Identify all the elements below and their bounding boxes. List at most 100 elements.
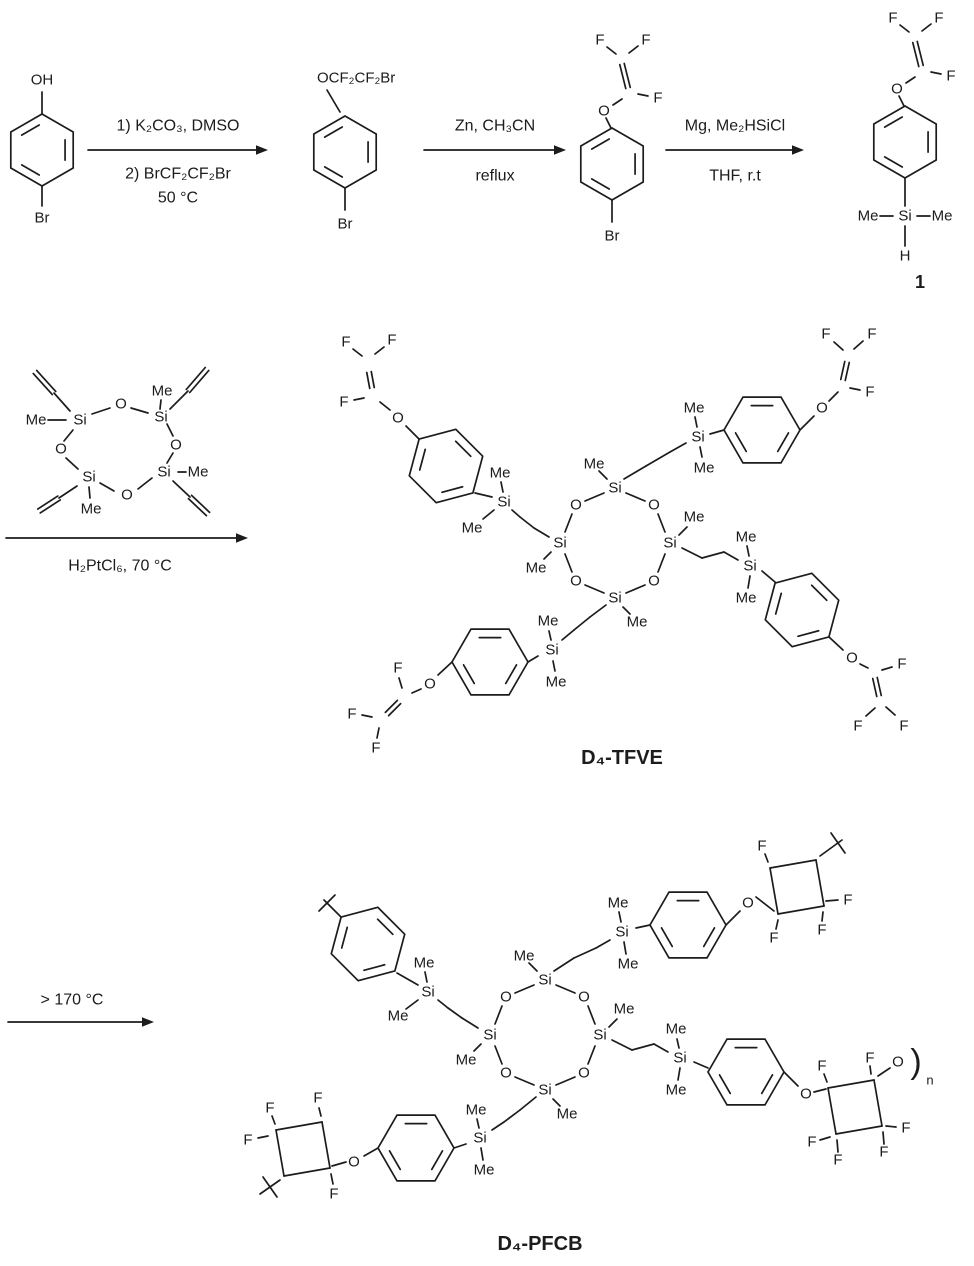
bond [681, 547, 703, 559]
atom-label: O [115, 396, 127, 413]
bond [363, 963, 386, 972]
bond [828, 391, 839, 402]
bond [623, 62, 632, 89]
condition-label: reflux [475, 168, 514, 185]
atom-label: Si [473, 1130, 486, 1147]
bond [474, 492, 493, 498]
atom-label: Si [154, 409, 167, 426]
atom-label: O [816, 400, 828, 417]
bond [598, 470, 608, 480]
bond [618, 911, 622, 923]
bond [548, 630, 552, 641]
compound-label: D₄-TFVE [581, 747, 663, 769]
atom-label: O [648, 573, 660, 590]
atom-label: F [946, 68, 955, 85]
bond [476, 1118, 480, 1129]
benzene-ring [872, 105, 938, 179]
benzene-ring [451, 628, 529, 696]
atom-label: Me [81, 501, 102, 518]
atom-label: O [121, 487, 133, 504]
atom-label: F [843, 892, 852, 909]
bond [830, 832, 846, 854]
bond [418, 448, 427, 471]
atom-label: F [329, 1186, 338, 1203]
atom-label: F [243, 1132, 252, 1149]
bond [323, 126, 344, 138]
bond [835, 1125, 883, 1135]
atom-label: O [170, 437, 182, 454]
bond [405, 425, 420, 440]
bond [606, 46, 617, 55]
atom-label: O [578, 989, 590, 1006]
condition-label: > 170 °C [41, 992, 104, 1009]
atom-label: Me [858, 208, 879, 225]
benzene-ring [723, 396, 801, 464]
atom-label: Si [483, 1027, 496, 1044]
atom-label: F [393, 660, 402, 677]
atom-label: Me [736, 529, 757, 546]
bond [590, 138, 611, 150]
bond [533, 527, 550, 538]
bond [387, 702, 402, 717]
bond [625, 584, 646, 594]
bond [873, 1079, 883, 1127]
bond [430, 1150, 444, 1171]
atom-label: Me [614, 1001, 635, 1018]
bond [318, 894, 336, 912]
bond [899, 24, 910, 33]
bond [528, 962, 538, 972]
atom-label: Si [673, 1050, 686, 1067]
atom-label: Me [666, 1082, 687, 1099]
bond [853, 340, 864, 350]
atom-label: Me [584, 456, 605, 473]
bond [187, 497, 208, 517]
atom-label: Me [538, 613, 559, 630]
atom-label: Me [736, 590, 757, 607]
bond [876, 676, 883, 697]
bond [519, 516, 535, 529]
benzene-ring [312, 115, 378, 189]
bond [552, 660, 556, 672]
bond [694, 416, 698, 428]
bond [810, 584, 828, 602]
bond [185, 366, 207, 391]
bond [871, 677, 878, 698]
atom-label: O [891, 81, 903, 98]
bond [769, 859, 817, 869]
bond [883, 156, 904, 168]
bond [723, 551, 739, 561]
atom-label: O [800, 1086, 812, 1103]
bond [702, 927, 716, 948]
atom-label: Me [490, 465, 511, 482]
bond [166, 423, 174, 437]
bond [905, 76, 916, 84]
bond [437, 999, 449, 1009]
atom-label: F [897, 656, 906, 673]
bond [352, 348, 363, 357]
bond [519, 1096, 537, 1111]
bond [584, 492, 605, 502]
bond [388, 1150, 402, 1171]
bond [330, 1173, 334, 1185]
bond [552, 1098, 561, 1107]
atom-label: H [900, 248, 911, 265]
bond [374, 346, 385, 355]
bond [825, 899, 839, 902]
atom-label: Me [26, 412, 47, 429]
atom-label: O [570, 497, 582, 514]
arrow-step-5: > 170 °C [7, 992, 154, 1027]
bond [503, 1109, 521, 1123]
bond [885, 1125, 897, 1128]
bond [623, 941, 627, 955]
atom-label: Me [546, 674, 567, 691]
bond [677, 1067, 681, 1081]
atom-label: F [313, 1090, 322, 1107]
bond [555, 984, 576, 994]
bond [370, 370, 376, 389]
condition-label: 1) K₂CO₃, DMSO [117, 118, 240, 135]
